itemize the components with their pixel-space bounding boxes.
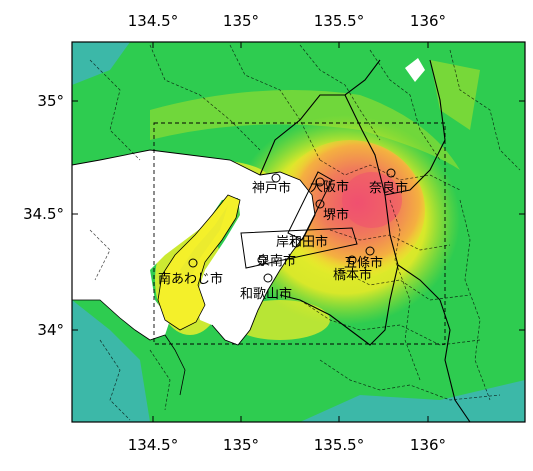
city-label-wakayama: 和歌山市 — [240, 286, 292, 302]
study-area-box — [153, 122, 446, 345]
x-tick-bottom-4: 136° — [410, 436, 446, 454]
city-marker-hashimoto — [347, 255, 357, 265]
city-marker-nara — [386, 168, 396, 178]
city-label-hashimoto: 橋本市 — [333, 267, 372, 283]
light-band-east — [430, 60, 480, 130]
light-band-north — [150, 90, 460, 170]
coast-low-west — [72, 300, 150, 422]
awaji-inner — [180, 205, 228, 280]
city-marker-kishiwada — [291, 238, 301, 248]
y-tick-1: 35° — [37, 92, 64, 110]
x-tick-bottom-3: 135.5° — [314, 436, 364, 454]
x-tick-top-2: 135° — [223, 12, 259, 30]
city-label-gojo: 五條市 — [344, 255, 383, 271]
x-tick-top-4: 136° — [410, 12, 446, 30]
city-label-sennan: 泉南市 — [257, 253, 296, 269]
city-marker-kobe — [271, 173, 281, 183]
map-frame — [71, 41, 526, 423]
city-label-osaka: 大阪市 — [310, 179, 349, 195]
city-label-kishiwada: 岸和田市 — [276, 234, 328, 250]
x-tick-top-3: 135.5° — [314, 12, 364, 30]
city-marker-sakai — [315, 199, 325, 209]
awaji-coast — [157, 194, 241, 331]
city-marker-minamiawaji — [188, 258, 198, 268]
city-label-kobe: 神戸市 — [252, 180, 291, 196]
city-marker-gojo — [365, 246, 375, 256]
fault-plane-main — [240, 227, 358, 269]
lake — [405, 58, 425, 82]
axis-ticks — [72, 42, 525, 422]
coast-low-south — [300, 380, 525, 422]
map-body — [72, 42, 525, 422]
city-label-minamiawaji: 南あわじ市 — [158, 271, 223, 287]
city-marker-sennan — [257, 255, 267, 265]
city-label-nara: 奈良市 — [369, 180, 408, 196]
municipal-boundaries — [89, 44, 521, 421]
x-tick-top-1: 134.5° — [128, 12, 178, 30]
x-tick-bottom-1: 134.5° — [128, 436, 178, 454]
prefecture-boundaries — [259, 59, 471, 422]
y-tick-2: 34.5° — [23, 205, 64, 223]
sea-area — [72, 150, 315, 345]
fault-plane-north — [287, 171, 333, 241]
city-markers — [188, 168, 396, 283]
coast-low-north — [72, 42, 130, 85]
city-marker-osaka — [315, 177, 325, 187]
city-marker-wakayama — [263, 273, 273, 283]
city-label-sakai: 堺市 — [323, 207, 349, 223]
x-tick-bottom-2: 135° — [223, 436, 259, 454]
shikoku-coast — [72, 299, 186, 396]
y-tick-3: 34° — [37, 321, 64, 339]
